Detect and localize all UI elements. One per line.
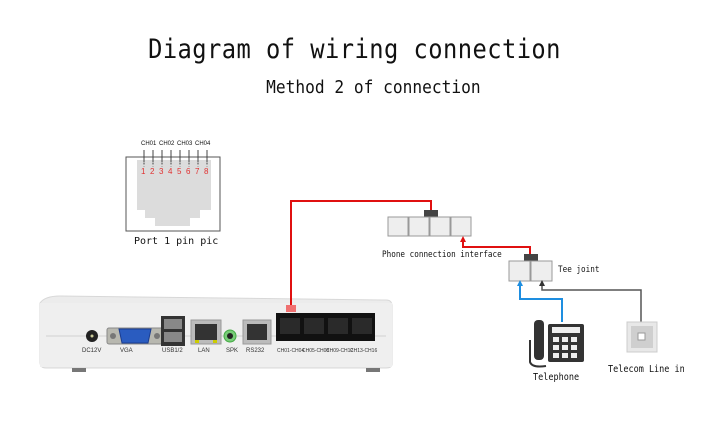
tee-joint [508,254,553,282]
channel-label: CH02 [159,141,175,147]
diagram-subtitle: Method 2 of connection [266,77,481,98]
port-label-usb: USB1/2 [162,348,183,354]
tee-joint-label: Tee joint [558,265,600,275]
phone-interface-label: Phone connection interface [382,250,502,260]
port-label-vga: VGA [120,348,133,354]
pin-number: 5 [177,167,182,176]
pin-lines [143,150,208,168]
channel-ports-block [276,313,375,341]
channel-label: CH03 [177,141,193,147]
pin-number: 7 [195,167,200,176]
port-label-lan: LAN [198,348,210,354]
port-label-ch13-16: CH13-CH16 [350,348,378,354]
port-pin-pic-caption: Port 1 pin pic [134,236,219,247]
port-label-ch01-04: CH01-CH04 [277,348,305,354]
channel-label: CH01 [141,141,157,147]
telephone-label: Telephone [533,372,580,383]
pin-number: 6 [186,167,191,176]
port-label-rs232: RS232 [246,348,265,354]
lan-port [190,319,222,345]
pin-number: 2 [150,167,155,176]
port-label-dc12v: DC12V [82,348,102,354]
diagram-title: Diagram of wiring connection [148,34,561,65]
grey-wire-tee-to-telecom [541,283,642,322]
red-wire-interface-to-tee [462,240,531,258]
channel-label: CH04 [195,141,211,147]
phone-connection-interface [387,210,472,237]
pin-number: 1 [141,167,146,176]
telephone-icon [529,320,584,368]
telecom-wall-socket-icon [626,321,658,353]
pin-number: 4 [168,167,173,176]
port-pin-pic [125,150,221,232]
voice-recorder-device [39,295,393,372]
port-label-spk: SPK [226,348,239,354]
blue-wire-tee-to-telephone [519,283,563,322]
telecom-line-label: Telecom Line in [608,364,685,375]
red-wire-device-to-interface [290,200,432,310]
vga-port [106,327,164,345]
rj11-plug [286,305,296,312]
rs232-port [242,319,272,345]
pin-number: 3 [159,167,164,176]
usb-port [161,316,185,346]
port-label-ch05-08: CH05-CH08 [302,348,330,354]
port-label-ch09-12: CH09-CH12 [326,348,354,354]
pin-number: 8 [204,167,209,176]
spk-port [223,329,237,343]
